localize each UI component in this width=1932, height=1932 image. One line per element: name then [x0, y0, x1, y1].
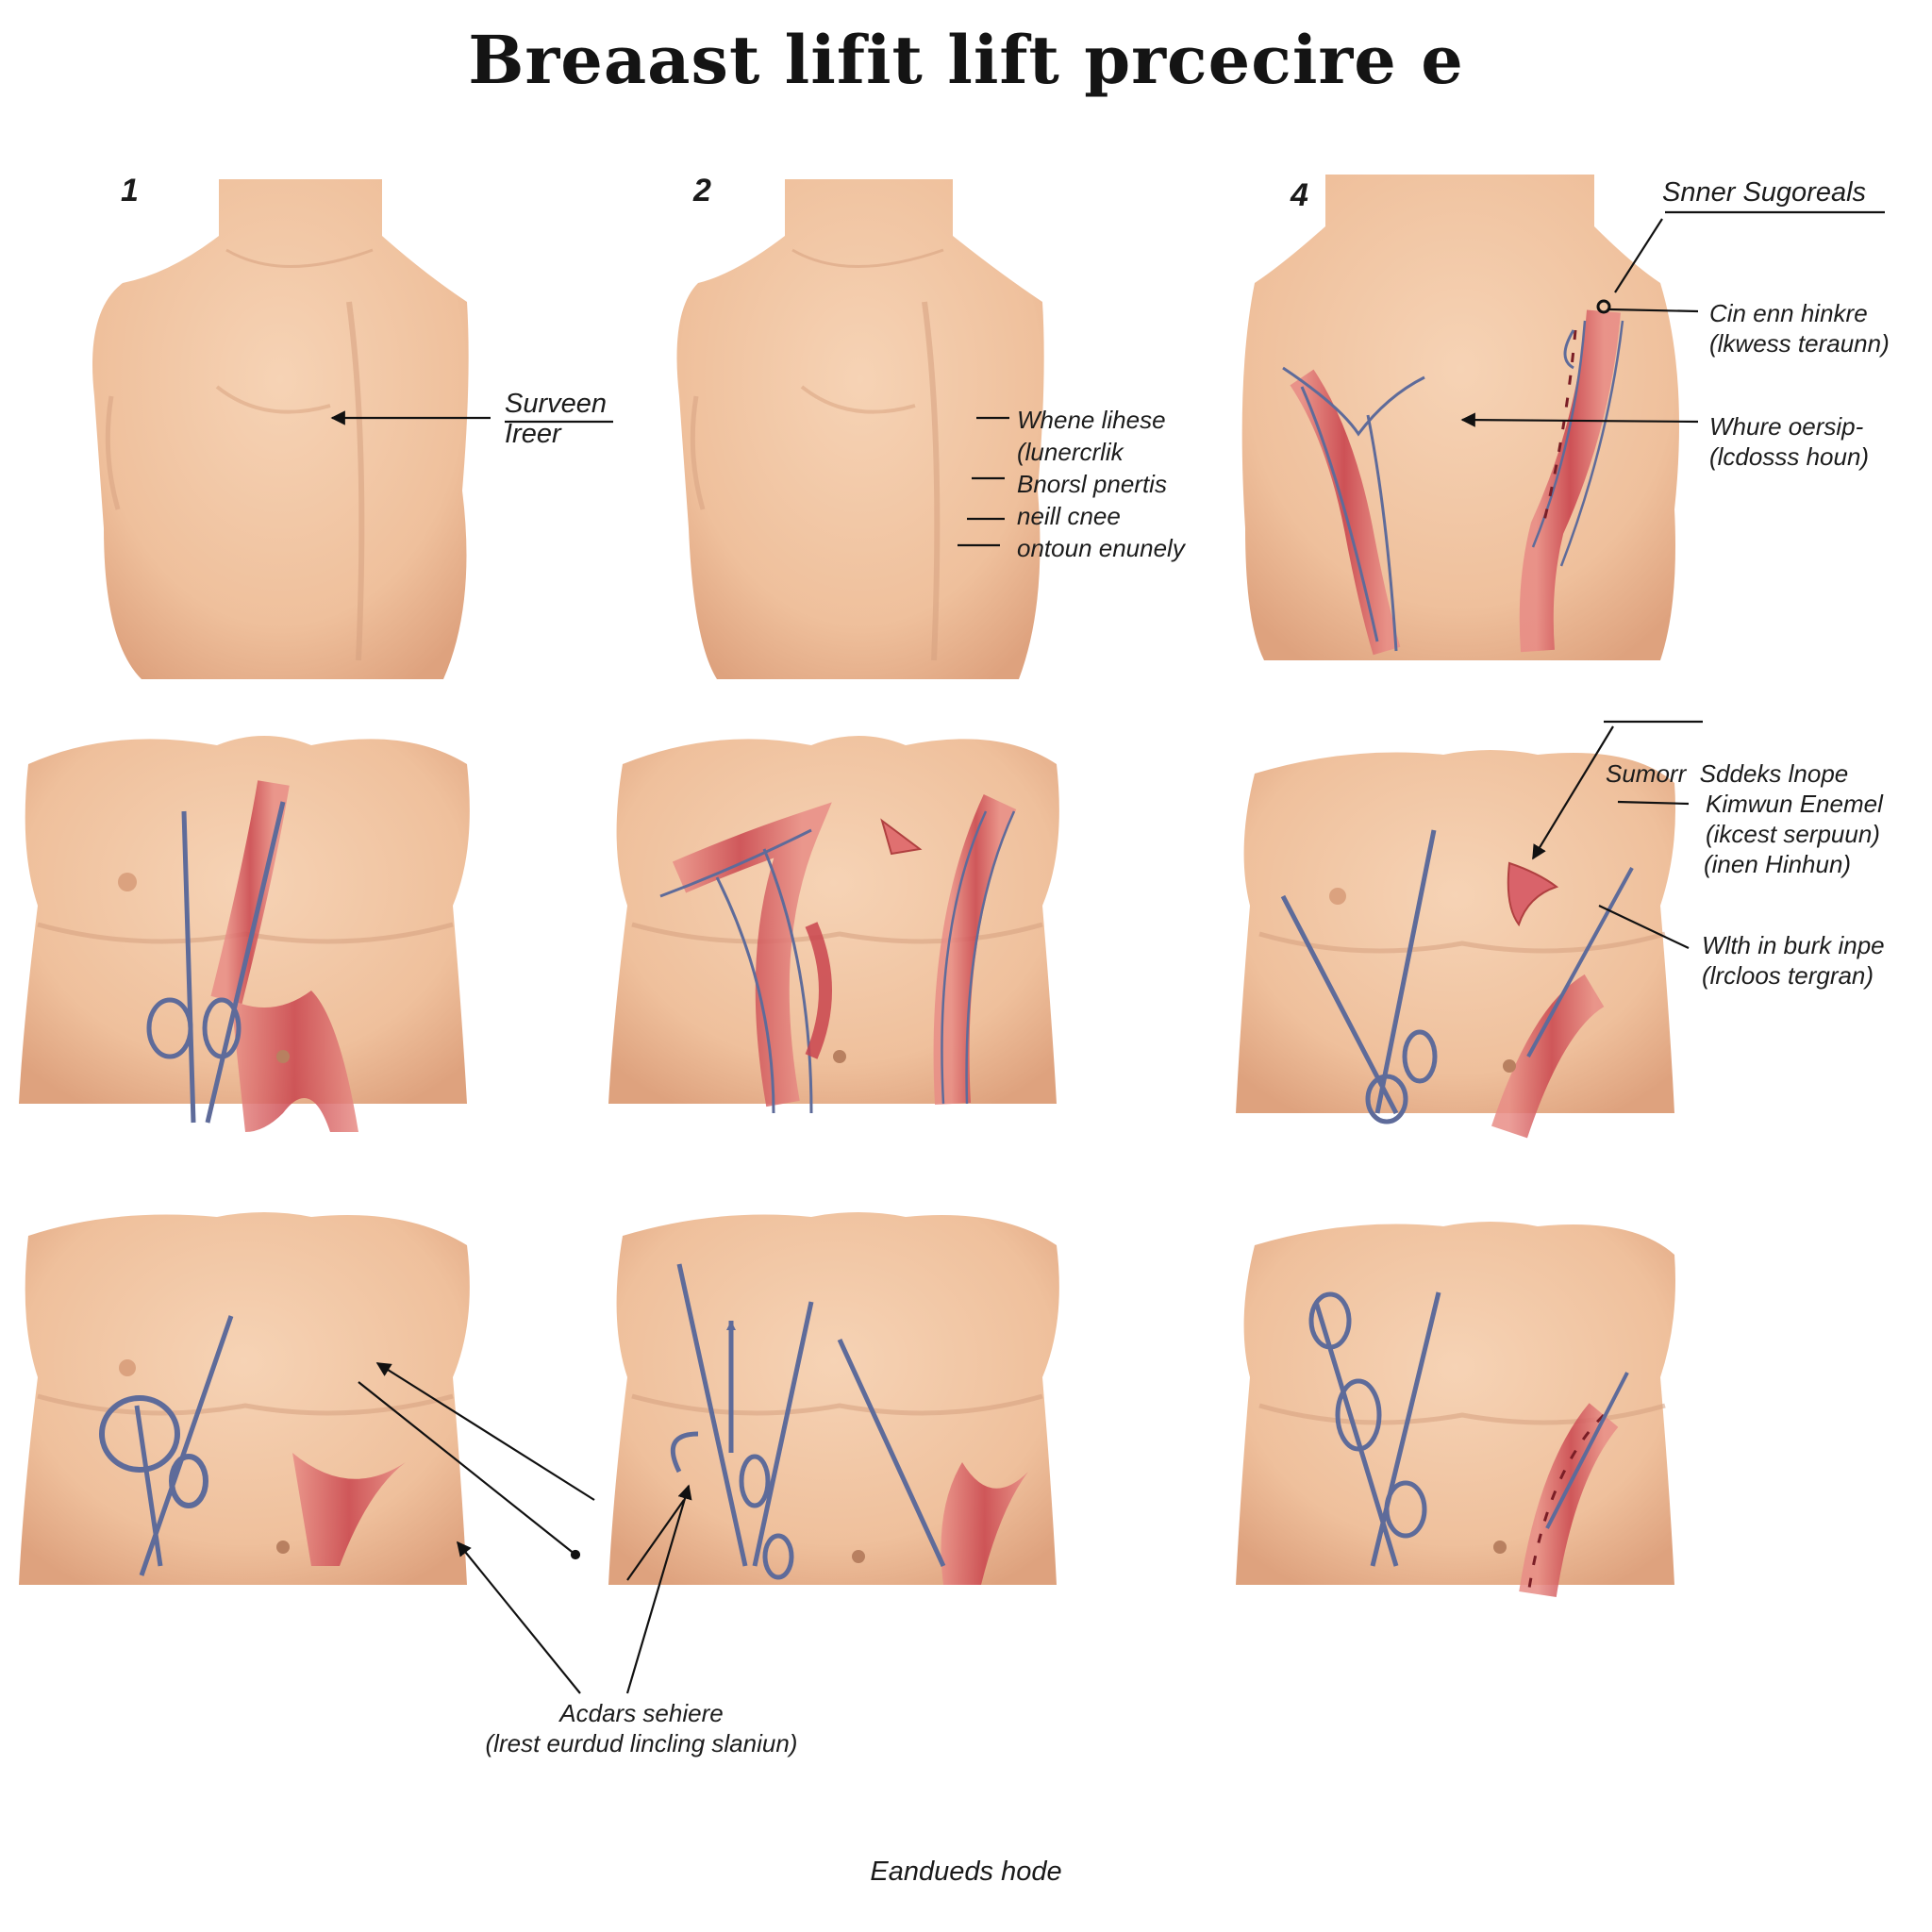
label-kimwun: Kimwun Enemel (ikcest serpuun)	[1706, 790, 1883, 848]
label-whure-oersip: Whure oersip- (lcdosss houn)	[1709, 412, 1870, 471]
leader-dot	[1596, 299, 1611, 314]
label-cin-enn: Cin enn hinkre (lkwess teraunn)	[1709, 299, 1890, 358]
footer-caption: Eandueds hode	[870, 1857, 1062, 1887]
label-with-in-burk: Wlth in burk inpe (lrcloos tergran)	[1702, 931, 1885, 990]
panel-5-front-incision-scissors	[19, 736, 470, 1132]
leader-bottom-dot	[570, 1549, 581, 1560]
panel-number-2: 2	[693, 173, 711, 208]
leader-lines	[330, 210, 1885, 1694]
leader-whure	[1460, 412, 1699, 427]
panel-2-back-view	[676, 179, 1044, 679]
leader-bottom-1	[375, 1362, 595, 1501]
panel-6-front-dissection	[608, 736, 1059, 1114]
panel-number-1: 1	[121, 173, 139, 208]
panel-1-back-view	[92, 179, 469, 679]
leader-bottom-4	[625, 1484, 692, 1694]
panel-10-front-closure	[1236, 1222, 1675, 1598]
leader-with	[1598, 905, 1690, 949]
leader-kimwun	[1617, 800, 1690, 806]
panel-9-front-suturing	[608, 1212, 1059, 1585]
panel-4-back-incision-view	[1241, 175, 1679, 660]
label-surveen: Surveen Ireer	[505, 389, 608, 449]
label-acdars-sehiere: Acdars sehiere (lrest eurdud lincling sl…	[485, 1699, 798, 1757]
label-whene-lihese: Whene lihese (lunercrlik Bnorsl pnertis …	[1017, 406, 1185, 562]
leader-sumorr	[1532, 725, 1614, 860]
leader-snner	[1614, 218, 1663, 293]
panel-8-front-instrument	[19, 1212, 470, 1585]
leader-bottom-2	[358, 1381, 576, 1556]
label-sumorr: Sumorr Sddeks lnope (inen Hinhun)	[1606, 759, 1852, 878]
page-title: Breaast lifit lift prcecire e	[468, 21, 1464, 99]
leader-cin	[1608, 308, 1699, 313]
panel-7-front-tissue-removal	[1236, 750, 1675, 1139]
label-snner-sugoreals: Snner Sugoreals	[1662, 177, 1867, 208]
panel-number-4: 4	[1291, 177, 1308, 213]
leader-bottom-5	[626, 1499, 685, 1581]
leader-bottom-3	[457, 1541, 581, 1694]
